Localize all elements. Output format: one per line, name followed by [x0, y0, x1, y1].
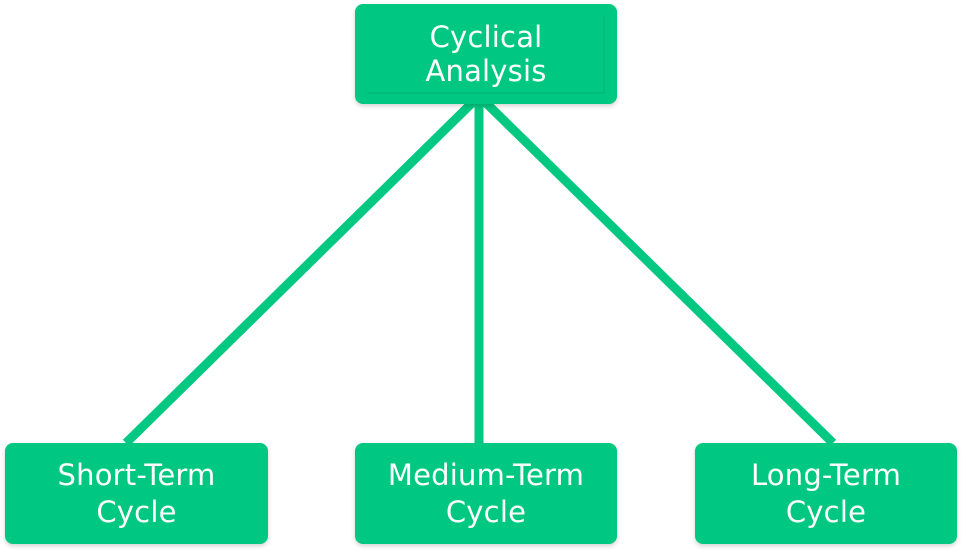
cyclical-analysis-node: Cyclical Analysis — [355, 4, 617, 104]
connector-long-term — [479, 96, 837, 447]
connector-short-term — [122, 96, 479, 447]
long-term-cycle-node: Long-Term Cycle — [695, 443, 957, 544]
medium-term-cycle-node: Medium-Term Cycle — [355, 443, 617, 544]
short-term-cycle-label: Short-Term Cycle — [57, 457, 216, 529]
long-term-cycle-label: Long-Term Cycle — [750, 457, 902, 529]
cyclical-analysis-label: Cyclical Analysis — [425, 20, 547, 88]
short-term-cycle-node: Short-Term Cycle — [5, 443, 268, 544]
medium-term-cycle-label: Medium-Term Cycle — [387, 457, 585, 529]
